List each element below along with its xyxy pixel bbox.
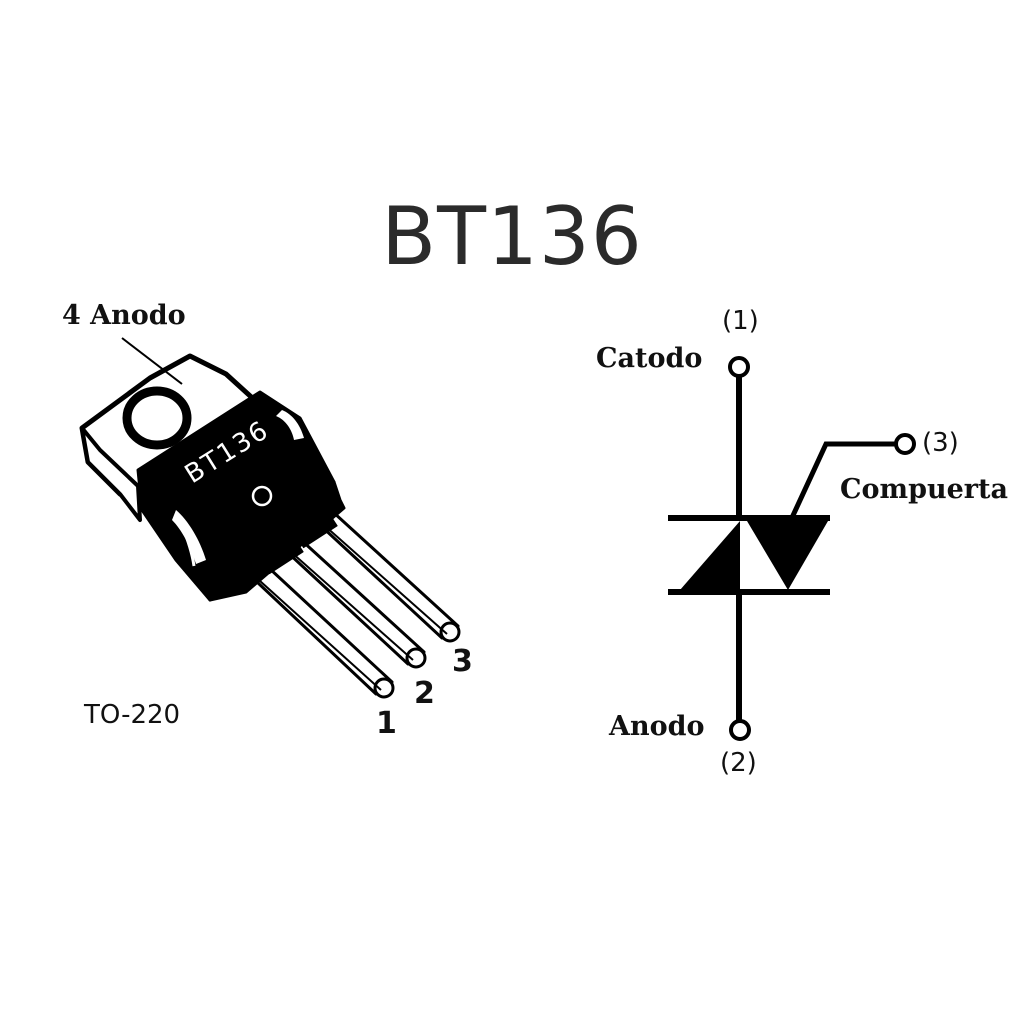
terminal-2-dot xyxy=(729,719,751,741)
terminal-2-name: Anodo xyxy=(609,711,705,742)
triangle-down xyxy=(747,521,828,590)
triac-symbol xyxy=(668,356,916,741)
terminal-1-number: (1) xyxy=(722,306,759,336)
pin-label-1: 1 xyxy=(376,706,397,741)
epoxy-body xyxy=(136,390,346,602)
terminal-3-number: (3) xyxy=(922,428,959,458)
pin-label-2: 2 xyxy=(414,676,435,711)
terminal-1-name: Catodo xyxy=(596,343,703,374)
to220-package xyxy=(79,337,461,699)
lead-2 xyxy=(270,526,427,669)
tab-label: 4 Anodo xyxy=(62,300,186,331)
mounting-hole xyxy=(122,386,192,450)
terminal-3-name: Compuerta xyxy=(840,474,1008,505)
package-name: TO-220 xyxy=(84,700,181,730)
terminal-3-dot xyxy=(894,433,916,455)
mounting-tab xyxy=(79,353,273,522)
gate-wire xyxy=(787,441,897,524)
terminal-2-number: (2) xyxy=(720,748,757,778)
tab-leader-line xyxy=(121,337,183,385)
triangle-up xyxy=(680,521,740,590)
page-title: BT136 xyxy=(381,190,643,283)
pin-label-3: 3 xyxy=(452,644,473,679)
terminal-1-dot xyxy=(728,356,750,378)
pin1-dot xyxy=(251,485,273,507)
